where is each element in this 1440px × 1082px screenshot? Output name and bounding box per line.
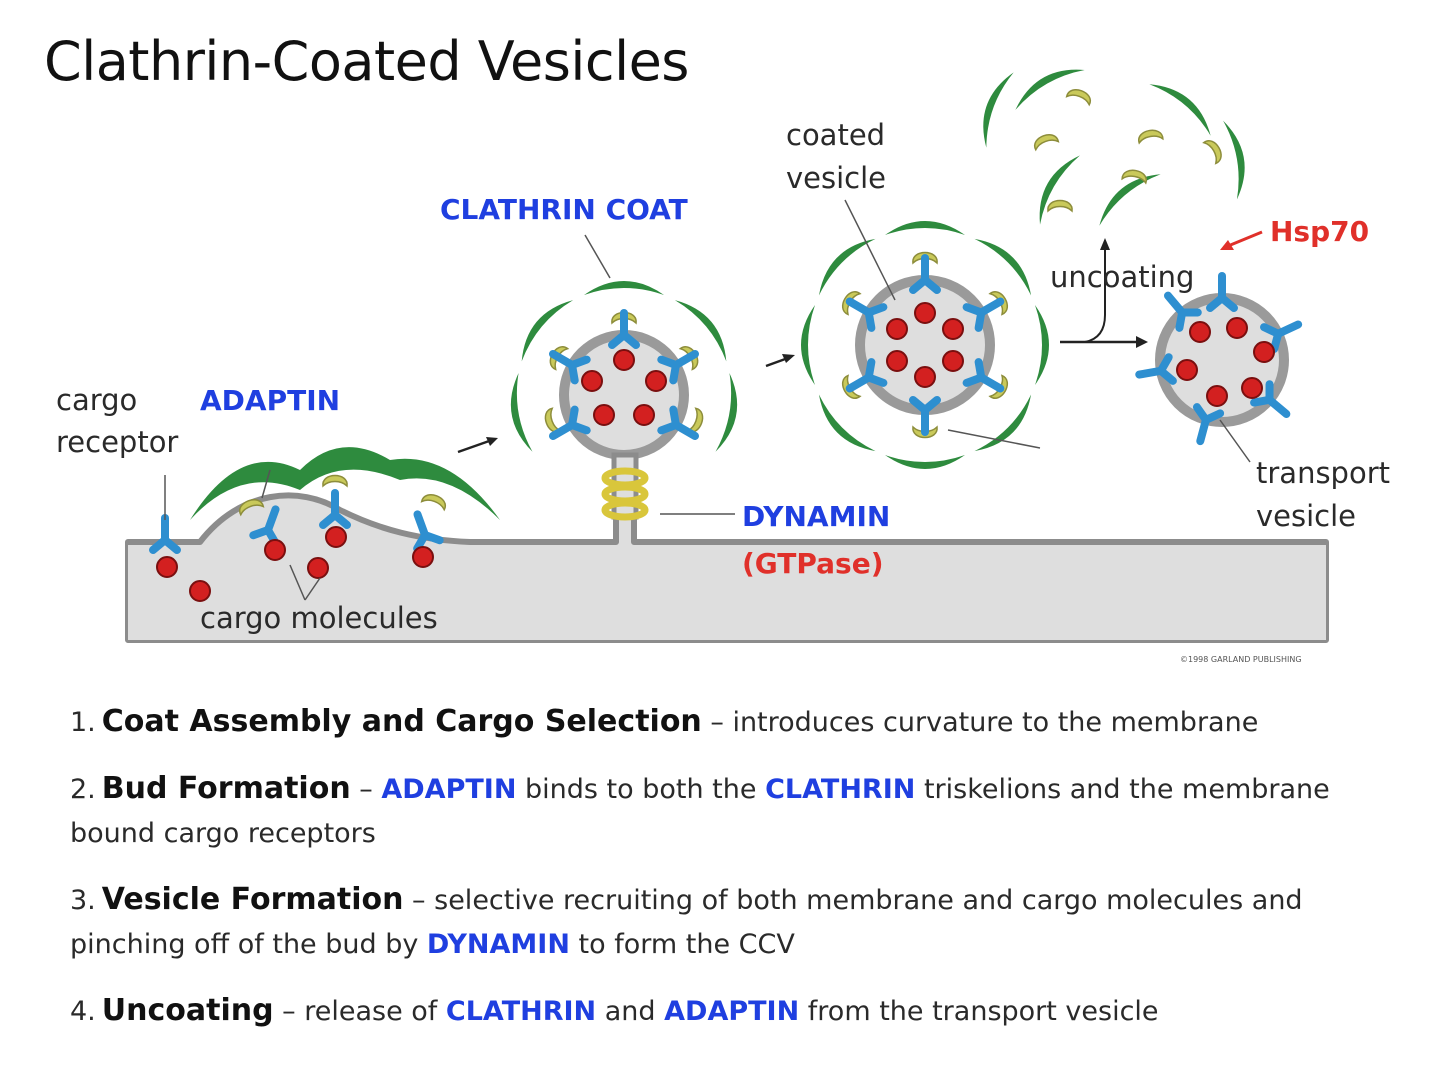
budding-vesicle-stage [504, 281, 744, 521]
clathrin-pathway-diagram: cargo receptor ADAPTIN cargo molecules C… [56, 57, 1390, 664]
slide-title: Clathrin-Coated Vesicles [44, 30, 689, 93]
leader-line [1219, 419, 1251, 463]
cargo-molecule [325, 526, 347, 548]
leader-line [304, 577, 321, 601]
step-text: binds to both the [516, 774, 766, 805]
cargo-molecule [156, 556, 178, 578]
step-heading: Bud Formation [101, 771, 351, 806]
step-item: 2.Bud Formation – ADAPTIN binds to both … [70, 767, 1390, 856]
step-item: 1.Coat Assembly and Cargo Selection – in… [70, 700, 1390, 745]
cargo-molecule [189, 580, 211, 602]
arrow [765, 356, 789, 368]
step-text: – release of [273, 996, 446, 1027]
dynamin-ring [601, 499, 649, 521]
step-text: to form the CCV [569, 929, 795, 960]
cargo-molecule [264, 539, 286, 561]
transport-vesicle-stage [1137, 276, 1303, 444]
copyright-notice: ©1998 GARLAND PUBLISHING [1180, 655, 1302, 664]
label-transport-vesicle: transport [1256, 456, 1390, 490]
coated-vesicle-stage [801, 221, 1049, 469]
label-cargo-receptor: receptor [56, 425, 178, 459]
coat-assembly-stage [153, 447, 500, 602]
arrow [457, 438, 493, 454]
label-cargo-molecules: cargo molecules [200, 601, 438, 635]
step-text: – introduces curvature to the membrane [701, 707, 1259, 738]
label-clathrin-coat: CLATHRIN COAT [440, 193, 688, 226]
label-uncoating: uncoating [1050, 260, 1194, 294]
step-item: 4.Uncoating – release of CLATHRIN and AD… [70, 989, 1390, 1034]
label-coated-vesicle: vesicle [786, 161, 886, 195]
label-hsp70: Hsp70 [1270, 215, 1369, 248]
step-number: 4. [70, 996, 96, 1027]
label-gtpase: (GTPase) [742, 547, 884, 580]
step-text: – selective recruiting of both membrane … [70, 885, 1303, 960]
label-cargo-receptor: cargo [56, 383, 137, 417]
leader-line [947, 429, 1041, 449]
leader-line [289, 564, 306, 601]
leader-line [261, 469, 271, 499]
leader-line [844, 199, 896, 301]
step-heading: Coat Assembly and Cargo Selection [101, 704, 702, 739]
cargo-molecule [307, 557, 329, 579]
step-heading: Vesicle Formation [101, 882, 404, 917]
step-keyword: CLATHRIN [445, 996, 597, 1027]
step-keyword: CLATHRIN [765, 774, 916, 805]
step-number: 3. [70, 885, 96, 916]
step-list: 1.Coat Assembly and Cargo Selection – in… [70, 700, 1390, 1056]
step-number: 2. [70, 774, 96, 805]
leader-line [584, 234, 611, 279]
label-dynamin: DYNAMIN [742, 500, 890, 533]
label-coated-vesicle: coated [786, 118, 885, 152]
step-heading: Uncoating [101, 993, 274, 1028]
step-keyword: ADAPTIN [664, 996, 800, 1027]
step-text: from the transport vesicle [799, 996, 1159, 1027]
step-text: triskelions and the membrane bound cargo… [70, 774, 1330, 849]
step-number: 1. [70, 707, 96, 738]
step-keyword: ADAPTIN [381, 774, 517, 805]
step-text: – [350, 774, 382, 805]
released-coat-proteins [973, 57, 1251, 226]
hsp70-arrow [1227, 230, 1263, 248]
cargo-molecule [412, 546, 434, 568]
label-adaptin: ADAPTIN [200, 384, 340, 417]
label-transport-vesicle: vesicle [1256, 499, 1356, 533]
step-text: and [596, 996, 665, 1027]
step-item: 3.Vesicle Formation – selective recruiti… [70, 878, 1390, 967]
step-keyword: DYNAMIN [426, 929, 570, 960]
